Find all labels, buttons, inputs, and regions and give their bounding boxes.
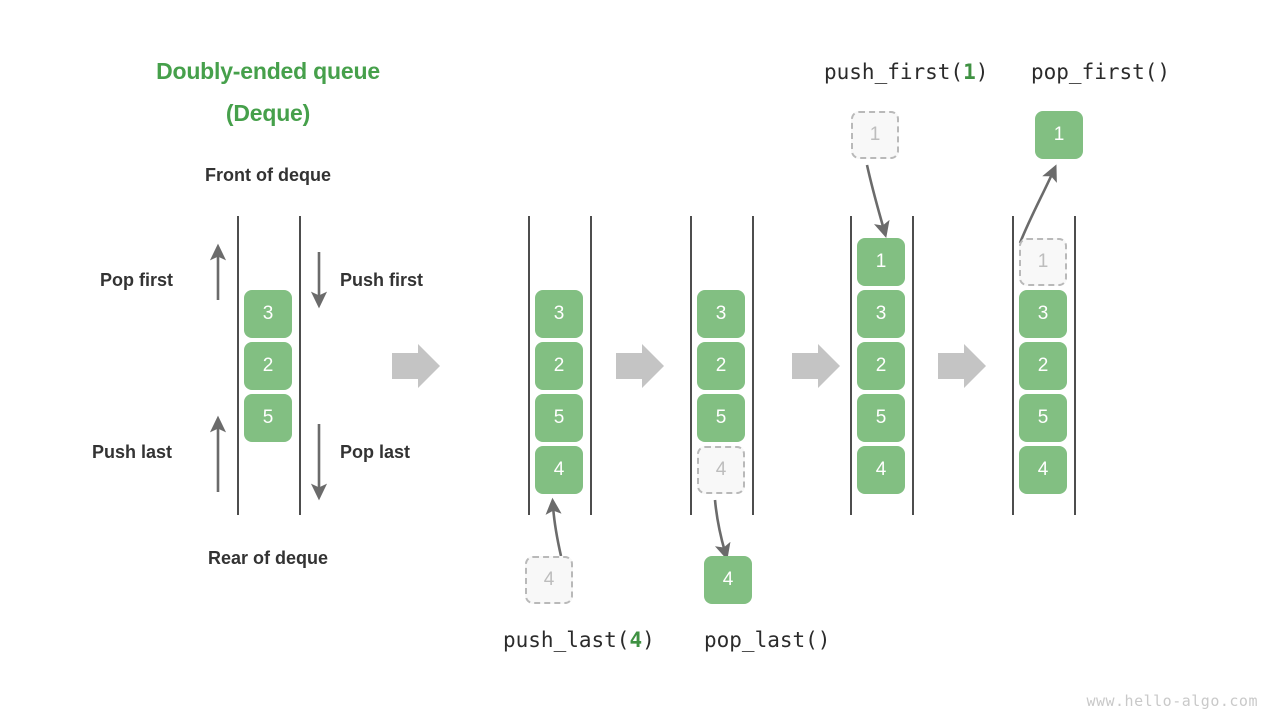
pop-first-fn-name: pop_first() [1031, 60, 1171, 84]
pop-first-remove-arrow [1018, 164, 1057, 244]
deque-item: 5 [244, 394, 292, 442]
rail-left-stack-push-last [528, 216, 530, 515]
deque-ghost-item: 1 [1019, 238, 1067, 286]
deque-item: 4 [704, 556, 752, 604]
diagram-title-line2: (Deque) [225, 100, 311, 126]
deque-item: 2 [697, 342, 745, 390]
pop-last-label: Pop last [340, 442, 411, 462]
deque-item: 1 [857, 238, 905, 286]
deque-ghost-item: 4 [697, 446, 745, 494]
pop-first-operation-label: pop_first() [1031, 60, 1170, 84]
rail-right-stack-push-first [912, 216, 914, 515]
deque-ghost-item: 4 [525, 556, 573, 604]
deque-item: 5 [857, 394, 905, 442]
deque-item: 5 [1019, 394, 1067, 442]
push-first-argument: 1 [963, 60, 976, 84]
deque-item: 5 [697, 394, 745, 442]
push-last-fn-name: push_last( [503, 628, 630, 652]
deque-item: 4 [1019, 446, 1067, 494]
push-first-fn-name: push_first( [824, 60, 964, 84]
rail-left-stack-initial [237, 216, 239, 515]
pop-last-operation-label: pop_last() [704, 628, 830, 652]
deque-item: 3 [1019, 290, 1067, 338]
push-first-operation-label: push_first(1) [824, 60, 988, 84]
deque-item: 2 [857, 342, 905, 390]
deque-item: 3 [244, 290, 292, 338]
push-last-argument: 4 [629, 628, 643, 652]
push-first-paren: ) [975, 60, 989, 84]
pop-last-fn-name: pop_last() [704, 628, 831, 652]
watermark: www.hello-algo.com [1086, 692, 1258, 710]
deque-item: 3 [857, 290, 905, 338]
rail-left-stack-pop-first [1012, 216, 1014, 515]
transition-arrow-3 [792, 344, 840, 388]
deque-item: 5 [535, 394, 583, 442]
deque-item: 2 [535, 342, 583, 390]
deque-item: 1 [1035, 111, 1083, 159]
rail-right-stack-pop-first [1074, 216, 1076, 515]
deque-ghost-item: 1 [851, 111, 899, 159]
rail-right-stack-push-last [590, 216, 592, 515]
transition-arrow-2 [616, 344, 664, 388]
diagram-title-line1: Doubly-ended queue [156, 58, 380, 84]
rail-left-stack-pop-last [690, 216, 692, 515]
push-last-paren: ) [642, 628, 655, 652]
rear-of-deque-label: Rear of deque [207, 548, 329, 568]
push-last-label: Push last [92, 442, 173, 462]
rail-left-stack-push-first [850, 216, 852, 515]
push-first-insert-arrow [865, 164, 890, 239]
transition-arrow-1 [392, 344, 440, 388]
front-of-deque-label: Front of deque [205, 165, 331, 185]
deque-item: 3 [535, 290, 583, 338]
pop-last-remove-arrow [713, 499, 731, 560]
deque-item: 2 [1019, 342, 1067, 390]
deque-item: 3 [697, 290, 745, 338]
rail-right-stack-initial [299, 216, 301, 515]
deque-item: 4 [857, 446, 905, 494]
deque-item: 2 [244, 342, 292, 390]
push-last-insert-arrow [545, 497, 563, 557]
transition-arrow-4 [938, 344, 986, 388]
deque-item: 4 [535, 446, 583, 494]
pop-first-label: Pop first [100, 270, 174, 290]
push-first-label: Push first [340, 270, 424, 290]
push-last-operation-label: push_last(4) [503, 628, 655, 652]
rail-right-stack-pop-last [752, 216, 754, 515]
